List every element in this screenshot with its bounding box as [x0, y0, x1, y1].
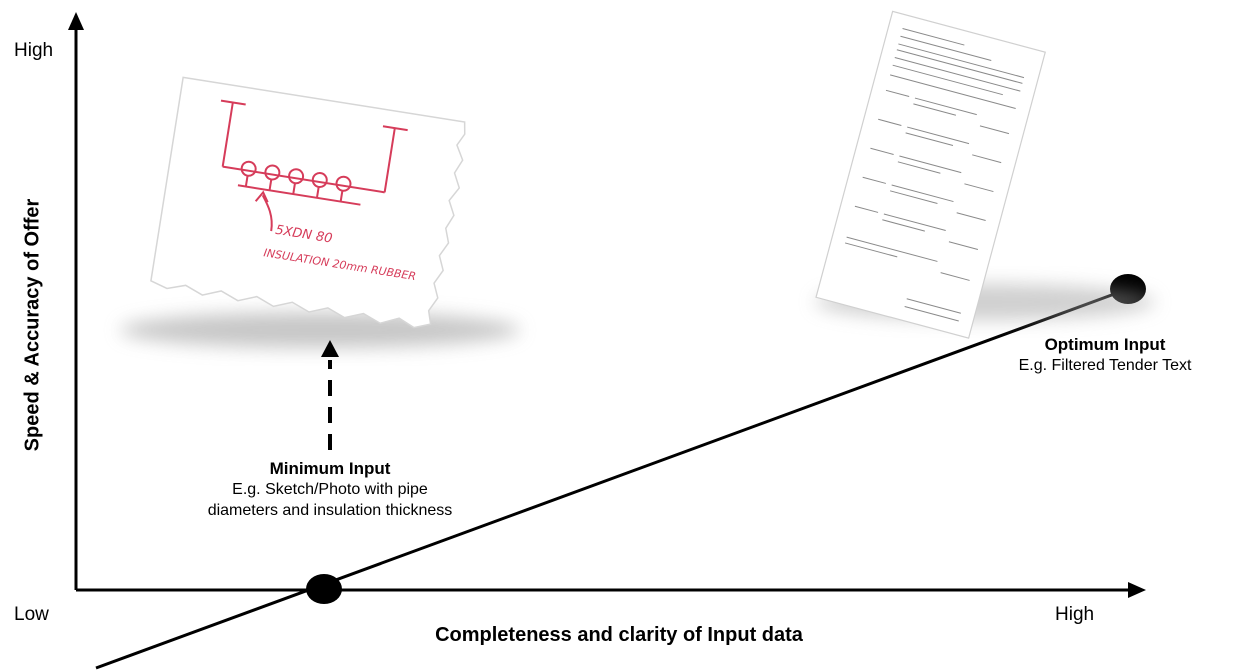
minimum-input-point: [306, 574, 342, 604]
sketch-paper: [150, 76, 466, 329]
minimum-input-annotation: Minimum Input E.g. Sketch/Photo with pip…: [150, 458, 510, 521]
dashed-arrow: [321, 340, 339, 450]
x-axis-high-label: High: [1055, 604, 1095, 625]
x-axis-title: Completeness and clarity of Input data: [435, 624, 803, 646]
y-axis-title: Speed & Accuracy of Offer: [21, 198, 44, 452]
sketch-image: 5XDN 80 INSULATION 20mm RUBBER: [120, 76, 520, 348]
x-axis-low-label: Low: [14, 604, 49, 625]
trend-line: [95, 287, 1129, 670]
minimum-input-title: Minimum Input: [269, 459, 391, 478]
axes: [68, 12, 1146, 598]
minimum-input-desc-line2: diameters and insulation thickness: [207, 502, 453, 519]
optimum-input-title: Optimum Input: [1044, 335, 1166, 354]
y-axis-arrow: [68, 12, 84, 30]
x-axis-arrow: [1128, 582, 1146, 598]
optimum-input-desc: E.g. Filtered Tender Text: [1018, 357, 1192, 374]
minimum-input-desc-line1: E.g. Sketch/Photo with pipe: [232, 481, 428, 498]
tender-document-image: [815, 10, 1155, 339]
optimum-input-annotation: Optimum Input E.g. Filtered Tender Text: [980, 334, 1230, 376]
y-axis-high-label: High: [14, 40, 54, 61]
